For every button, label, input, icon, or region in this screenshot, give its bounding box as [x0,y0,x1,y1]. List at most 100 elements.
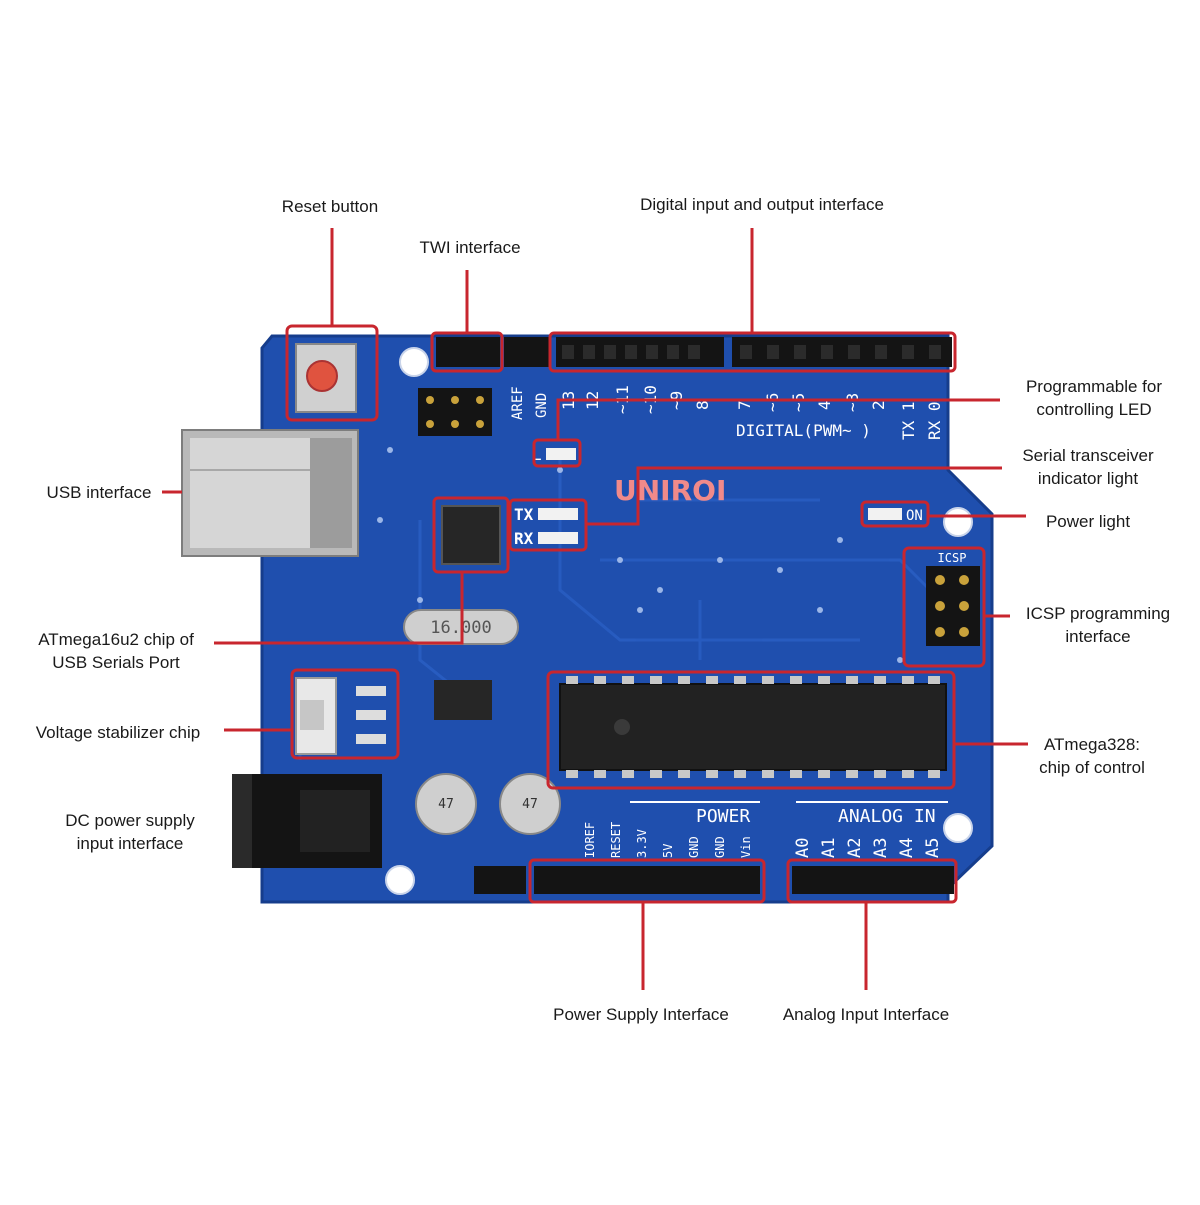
digital-pin-label: 7 [735,400,754,410]
box-analog [786,858,958,904]
gnd-silk: GND [534,393,550,418]
digital-pin-label: TX 1 [899,401,918,440]
callout-programmable-led: Programmable for controlling LED [1026,375,1162,421]
callout-text: Analog Input Interface [782,1005,950,1024]
power-pin-label: GND [687,836,701,858]
callout-text: ICSP programming [1025,604,1171,623]
callout-icsp: ICSP programming interface [1026,602,1170,648]
icsp1-header [418,388,492,436]
box-power [528,858,766,904]
icsp-header [926,566,980,646]
callout-atmega16u2: ATmega16u2 chip of USB Serials Port [38,628,194,674]
callout-text: DC power supply [65,811,195,830]
callout-digital-io: Digital input and output interface [640,193,884,216]
callout-boxes [285,324,986,904]
analog-pin-label: A4 [897,838,917,858]
power-pin-label: GND [713,836,727,858]
led-rx-silk: RX [514,529,534,548]
box-16u2 [432,496,510,574]
power-pin-label: 3.3V [635,829,649,858]
callout-text: input interface [76,834,184,853]
callout-text: indicator light [1037,469,1139,488]
digital-pin-label: RX 0 [925,401,944,440]
digital-pin-label: ~5 [789,393,808,412]
callout-text: controlling LED [1036,400,1152,419]
callout-twi-interface: TWI interface [419,236,520,259]
analog-pin-label: A1 [819,838,839,858]
callout-text: Power light [1045,512,1131,531]
box-regulator [290,668,400,760]
reset-button-part [295,343,357,413]
callout-analog-input: Analog Input Interface [783,1003,949,1026]
callout-reset-button: Reset button [282,195,378,218]
pcb-vias [377,447,903,663]
callout-text: Digital input and output interface [640,195,884,214]
callout-text: ATmega16u2 chip of [38,630,194,649]
power-pin-label: IOREF [583,822,597,858]
digital-pin-label: 2 [869,400,888,410]
callout-power-light: Power light [1046,510,1130,533]
power-pin-label: 5V [661,844,675,858]
box-on [860,500,930,528]
callout-dc-power: DC power supply input interface [65,809,194,855]
power-silk: POWER [696,806,750,827]
callout-text: TWI interface [419,238,521,257]
led-l-silk: L [532,445,542,464]
usb-connector [181,429,359,557]
callout-text: USB interface [46,483,152,502]
soic-chip [434,680,492,720]
analog-pin-label: A2 [845,838,865,858]
aref-silk: AREF [510,386,526,420]
analog-pin-labels: A0 A1 A2 A3 A4 A5 [793,838,943,858]
analog-pin-label: A3 [871,838,891,858]
digital-pin-label: ~6 [763,393,782,412]
callout-text: Power Supply Interface [553,1005,729,1024]
icsp-silk: ICSP [938,551,967,565]
cap-2-text: 47 [522,797,538,812]
dc-jack-part [232,774,382,868]
atmega328-part [559,683,947,771]
atmega328-pins [566,676,940,778]
twi-header [436,337,550,367]
digital-pin-label: 8 [693,400,712,410]
power-header [474,866,760,894]
callout-power-supply: Power Supply Interface [553,1003,729,1026]
led-tx-silk: TX [514,505,534,524]
cap-1-text: 47 [438,797,454,812]
digital-pin-label: 4 [815,400,834,410]
led-parts [538,448,902,544]
callout-serial-light: Serial transceiver indicator light [1022,444,1153,490]
power-pin-labels: IOREF RESET 3.3V 5V GND GND Vin [583,822,753,858]
atmega16u2-part [441,505,501,565]
callout-text: Voltage stabilizer chip [35,723,201,742]
power-pin-label: RESET [609,822,623,858]
callout-text: chip of control [1039,758,1145,777]
analog-header [792,866,954,894]
digital-pin-labels: 13 12 ~11 ~10 ~9 8 7 ~6 ~5 4 ~3 2 TX 1 R… [559,385,944,440]
callout-text: USB Serials Port [52,653,180,672]
callout-regulator: Voltage stabilizer chip [36,721,200,744]
digital-header-holes [562,345,941,359]
digital-pin-label: ~3 [843,393,862,412]
regulator-part [295,677,386,755]
line-led [556,398,1000,440]
analog-silk: ANALOG IN [838,806,936,827]
brand-logo: UNIROI [614,474,726,507]
line-serial [586,466,1002,526]
callout-text: Reset button [281,197,379,216]
callout-text: ATmega328: [1043,735,1141,754]
callout-lines [162,228,1028,990]
callout-usb: USB interface [47,481,152,504]
callout-text: interface [1065,627,1131,646]
box-icsp [902,546,986,668]
analog-pin-label: A5 [923,838,943,858]
digital-silk: DIGITAL(PWM~ ) [736,421,871,440]
callout-atmega328: ATmega328: chip of control [1039,733,1145,779]
callout-text: Programmable for [1025,377,1163,396]
analog-pin-label: A0 [793,838,813,858]
power-pin-label: Vin [739,836,753,858]
led-on-silk: ON [906,508,923,524]
box-328 [546,670,956,790]
